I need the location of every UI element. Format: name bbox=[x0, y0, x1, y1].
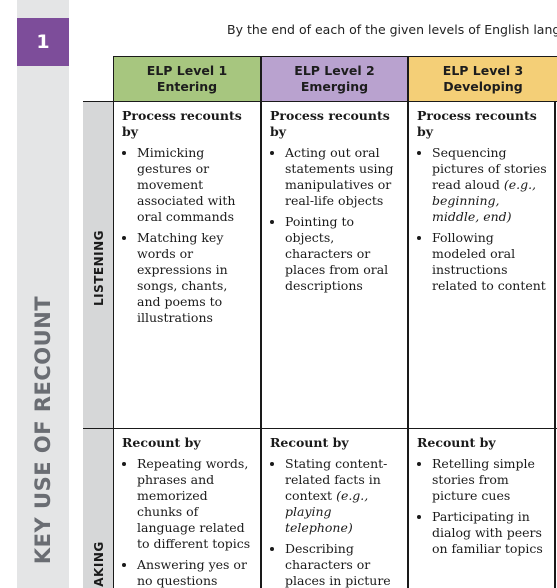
side-title: KEY USE OF RECOUNT bbox=[31, 295, 55, 565]
cell-heading: Recount by bbox=[122, 435, 201, 450]
header-level-subtitle: Developing bbox=[443, 79, 523, 94]
cell-speaking-level-1: Recount by Repeating words, phrases and … bbox=[114, 429, 260, 588]
cell-heading: Process recounts by bbox=[270, 108, 390, 139]
example-text: (e.g., playing telephone) bbox=[285, 488, 369, 535]
row-tab-listening bbox=[83, 102, 113, 428]
list-item: Pointing to objects, characters or place… bbox=[285, 214, 401, 294]
header-bottom-border bbox=[83, 101, 557, 102]
cell-listening-level-1: Process recounts by Mimicking gestures o… bbox=[114, 102, 260, 428]
list-item: Stating content-related facts in context… bbox=[285, 456, 401, 536]
cell-listening-level-2: Process recounts by Acting out oral stat… bbox=[262, 102, 407, 428]
list-item: Acting out oral statements using manipul… bbox=[285, 145, 401, 209]
list-item: Describing characters or places in pictu… bbox=[285, 541, 401, 588]
bullet-list: Mimicking gestures or movement associate… bbox=[122, 145, 254, 326]
header-level-subtitle: Emerging bbox=[300, 79, 369, 94]
side-title-band bbox=[17, 0, 69, 588]
row-tab-speaking bbox=[83, 429, 113, 588]
list-item: Sequencing pictures of stories read alou… bbox=[432, 145, 548, 225]
header-elp-level-2: ELP Level 2 Emerging bbox=[262, 57, 407, 101]
bullet-list: Repeating words, phrases and memorized c… bbox=[122, 456, 254, 588]
row-divider bbox=[83, 428, 557, 429]
cell-heading: Recount by bbox=[417, 435, 496, 450]
cell-heading: Process recounts by bbox=[122, 108, 242, 139]
table-top-border bbox=[113, 56, 557, 57]
col-divider-label bbox=[113, 56, 114, 588]
list-item: Answering yes or no questions about stor… bbox=[137, 557, 254, 588]
col-divider-2 bbox=[407, 56, 409, 588]
bullet-list: Retelling simple stories from picture cu… bbox=[417, 456, 548, 557]
cell-listening-level-3: Process recounts by Sequencing pictures … bbox=[409, 102, 554, 428]
header-elp-level-1: ELP Level 1 Entering bbox=[114, 57, 260, 101]
cell-speaking-level-3: Recount by Retelling simple stories from… bbox=[409, 429, 554, 588]
list-item: Matching key words or expressions in son… bbox=[137, 230, 254, 326]
row-label-speaking: AKING bbox=[92, 541, 106, 587]
bullet-list: Stating content-related facts in context… bbox=[270, 456, 401, 588]
list-item: Mimicking gestures or movement associate… bbox=[137, 145, 254, 225]
list-item: Repeating words, phrases and memorized c… bbox=[137, 456, 254, 552]
list-item: Following modeled oral instructions rela… bbox=[432, 230, 548, 294]
example-text: (e.g., beginning, middle, end) bbox=[432, 177, 537, 224]
cell-heading: Process recounts by bbox=[417, 108, 537, 139]
section-number-badge: 1 bbox=[17, 18, 69, 66]
header-level-title: ELP Level 2 bbox=[294, 63, 375, 78]
cell-speaking-level-2: Recount by Stating content-related facts… bbox=[262, 429, 407, 588]
bullet-list: Acting out oral statements using manipul… bbox=[270, 145, 401, 294]
col-divider-1 bbox=[260, 56, 262, 588]
header-elp-level-3: ELP Level 3 Developing bbox=[409, 57, 557, 101]
header-level-title: ELP Level 3 bbox=[442, 63, 524, 78]
cell-heading: Recount by bbox=[270, 435, 349, 450]
list-item: Retelling simple stories from picture cu… bbox=[432, 456, 548, 504]
header-level-subtitle: Entering bbox=[156, 79, 218, 94]
bullet-list: Sequencing pictures of stories read alou… bbox=[417, 145, 548, 294]
header-level-title: ELP Level 1 bbox=[146, 63, 228, 78]
row-label-listening: LISTENING bbox=[92, 229, 106, 307]
intro-text: By the end of each of the given levels o… bbox=[227, 22, 557, 37]
col-divider-3 bbox=[554, 56, 556, 588]
list-item: Participating in dialog with peers on fa… bbox=[432, 509, 548, 557]
